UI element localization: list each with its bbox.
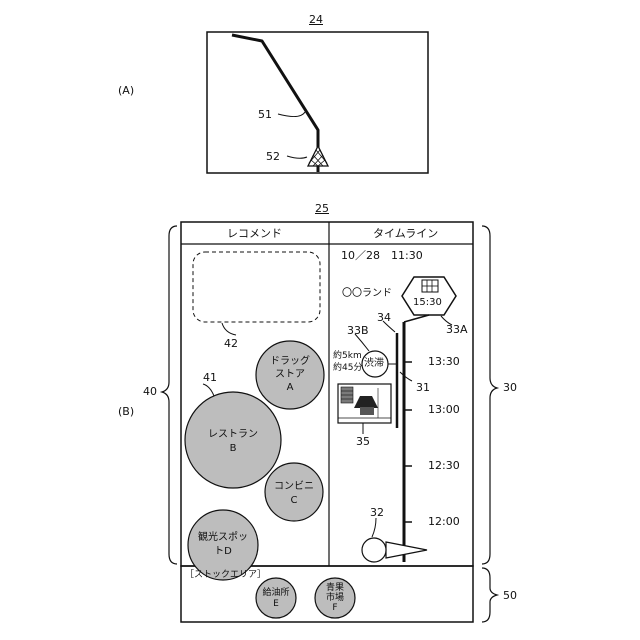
route-ref: 51 [258, 109, 272, 120]
current-position-icon [362, 538, 427, 562]
current-ref: 32 [370, 507, 384, 518]
destination-time: 15:30 [413, 298, 442, 308]
marker-31-ref: 31 [416, 382, 430, 393]
circle-restaurant-text: レストラン B [193, 428, 273, 456]
recommend-header: レコメンド [227, 228, 282, 239]
tick-1300: 13:00 [428, 404, 460, 415]
stock-area-label: ［ストックエリア］ [185, 571, 266, 580]
destination-name: 〇〇ランド [342, 289, 392, 299]
right-brace-ref: 30 [503, 382, 517, 393]
tick-1200: 12:00 [428, 516, 460, 527]
photo-thumbnail [338, 384, 391, 423]
destination-ref: 33A [446, 324, 468, 335]
stock-market-text: 青果 市場 F [315, 583, 355, 613]
stock-gas-text: 給油所 E [256, 588, 296, 610]
left-brace-ref: 40 [143, 386, 157, 397]
stock-brace-ref: 50 [503, 590, 517, 601]
placeholder-ref: 42 [224, 338, 238, 349]
jam-label: 渋滞 [364, 359, 384, 369]
marker-ref: 52 [266, 151, 280, 162]
recommend-placeholder [193, 252, 320, 322]
photo-ref: 35 [356, 436, 370, 447]
marker-34-ref: 34 [377, 312, 391, 323]
timeline-header: タイムライン [373, 228, 438, 239]
circle-sightseeing-text: 観光スポッ トD [189, 531, 257, 559]
jam-duration: 約45分 [333, 364, 362, 373]
building-icon [422, 280, 438, 292]
jam-ref: 33B [347, 325, 369, 336]
screen-25-ref: 25 [315, 203, 329, 214]
circle-convenience-text: コンビニ C [265, 480, 323, 508]
circle-ref: 41 [203, 372, 217, 383]
timeline-date-time: 10／28 11:30 [341, 250, 423, 261]
jam-distance: 約5km [333, 352, 362, 361]
part-b-label: (B) [118, 406, 134, 417]
tick-1230: 12:30 [428, 460, 460, 471]
tick-1330: 13:30 [428, 356, 460, 367]
circle-drugstore-text: ドラッグ ストア A [256, 355, 324, 394]
vehicle-marker-icon [308, 146, 328, 166]
